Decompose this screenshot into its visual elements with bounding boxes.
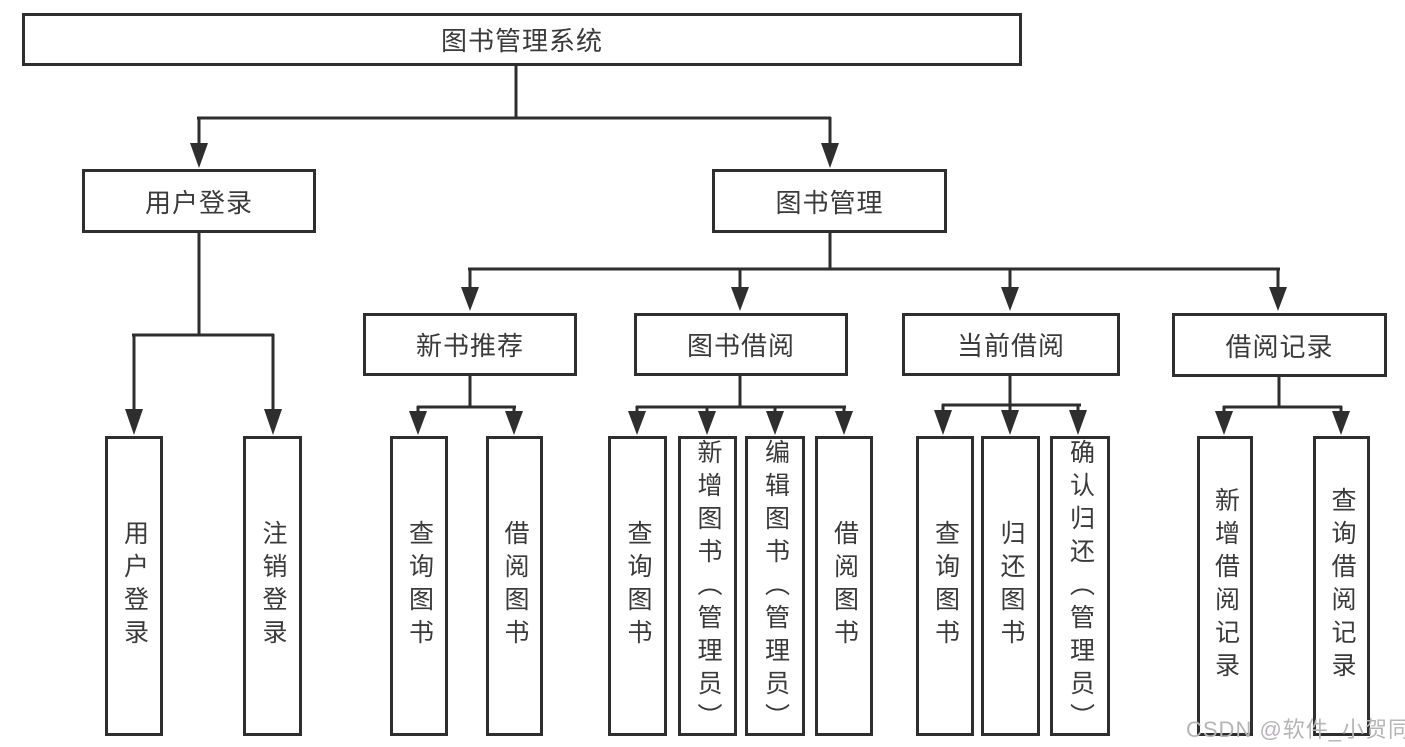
- node-user-login: 用户登录: [82, 169, 316, 233]
- leaf-cb-confirm-return-admin: 确认归还（管理员）: [1050, 436, 1110, 736]
- leaf-br-query-record: 查询借阅记录: [1313, 436, 1370, 736]
- arrow-down-icon: [264, 409, 282, 435]
- leaf-cb-return-books: 归还图书: [981, 436, 1040, 736]
- arrow-down-icon: [835, 411, 853, 435]
- arrow-down-icon: [1001, 287, 1019, 311]
- arrow-down-icon: [505, 411, 523, 435]
- node-current-borrowing: 当前借阅: [902, 313, 1120, 376]
- connector-borrow-records-to-leaves: [1215, 377, 1350, 435]
- node-new-book-recommend: 新书推荐: [363, 313, 577, 376]
- connector-book-management-to-level3: [461, 232, 1287, 311]
- leaf-rec-borrow-books: 借阅图书: [486, 436, 543, 736]
- arrow-down-icon: [934, 410, 952, 435]
- arrow-down-icon: [409, 411, 427, 435]
- leaf-bb-query-books: 查询图书: [608, 436, 667, 736]
- leaf-rec-query-books: 查询图书: [390, 436, 448, 736]
- arrow-down-icon: [1001, 410, 1019, 435]
- leaf-bb-borrow-books: 借阅图书: [815, 436, 873, 736]
- arrow-down-icon: [698, 411, 716, 435]
- arrow-down-icon: [1332, 411, 1350, 435]
- connector-new-book-recommend-to-leaves: [409, 376, 523, 435]
- connector-user-login-to-leaves: [125, 233, 282, 435]
- leaf-br-add-record: 新增借阅记录: [1197, 436, 1253, 736]
- arrow-down-icon: [821, 143, 839, 168]
- node-borrow-records: 借阅记录: [1172, 313, 1387, 377]
- leaf-user-login: 用户登录: [105, 436, 163, 736]
- arrow-down-icon: [461, 287, 479, 311]
- node-book-management: 图书管理: [712, 169, 947, 233]
- leaf-bb-edit-books-admin: 编辑图书（管理员）: [745, 436, 805, 736]
- node-root: 图书管理系统: [22, 13, 1022, 66]
- leaf-bb-add-books-admin: 新增图书（管理员）: [678, 436, 737, 736]
- arrow-down-icon: [1215, 411, 1233, 435]
- leaf-cb-query-books: 查询图书: [916, 436, 974, 736]
- connector-book-borrowing-to-leaves: [628, 376, 853, 435]
- arrow-down-icon: [190, 143, 208, 168]
- arrow-down-icon: [731, 287, 749, 311]
- arrow-down-icon: [766, 411, 784, 435]
- node-book-borrowing: 图书借阅: [634, 313, 848, 376]
- connector-root-to-level2: [190, 66, 839, 168]
- arrow-down-icon: [628, 411, 646, 435]
- arrow-down-icon: [125, 409, 143, 435]
- arrow-down-icon: [1269, 287, 1287, 311]
- connector-current-borrowing-to-leaves: [934, 376, 1087, 435]
- leaf-logout: 注销登录: [243, 436, 302, 736]
- arrow-down-icon: [1069, 410, 1087, 435]
- watermark-text: CSDN @软件_小贺同学: [1186, 717, 1405, 742]
